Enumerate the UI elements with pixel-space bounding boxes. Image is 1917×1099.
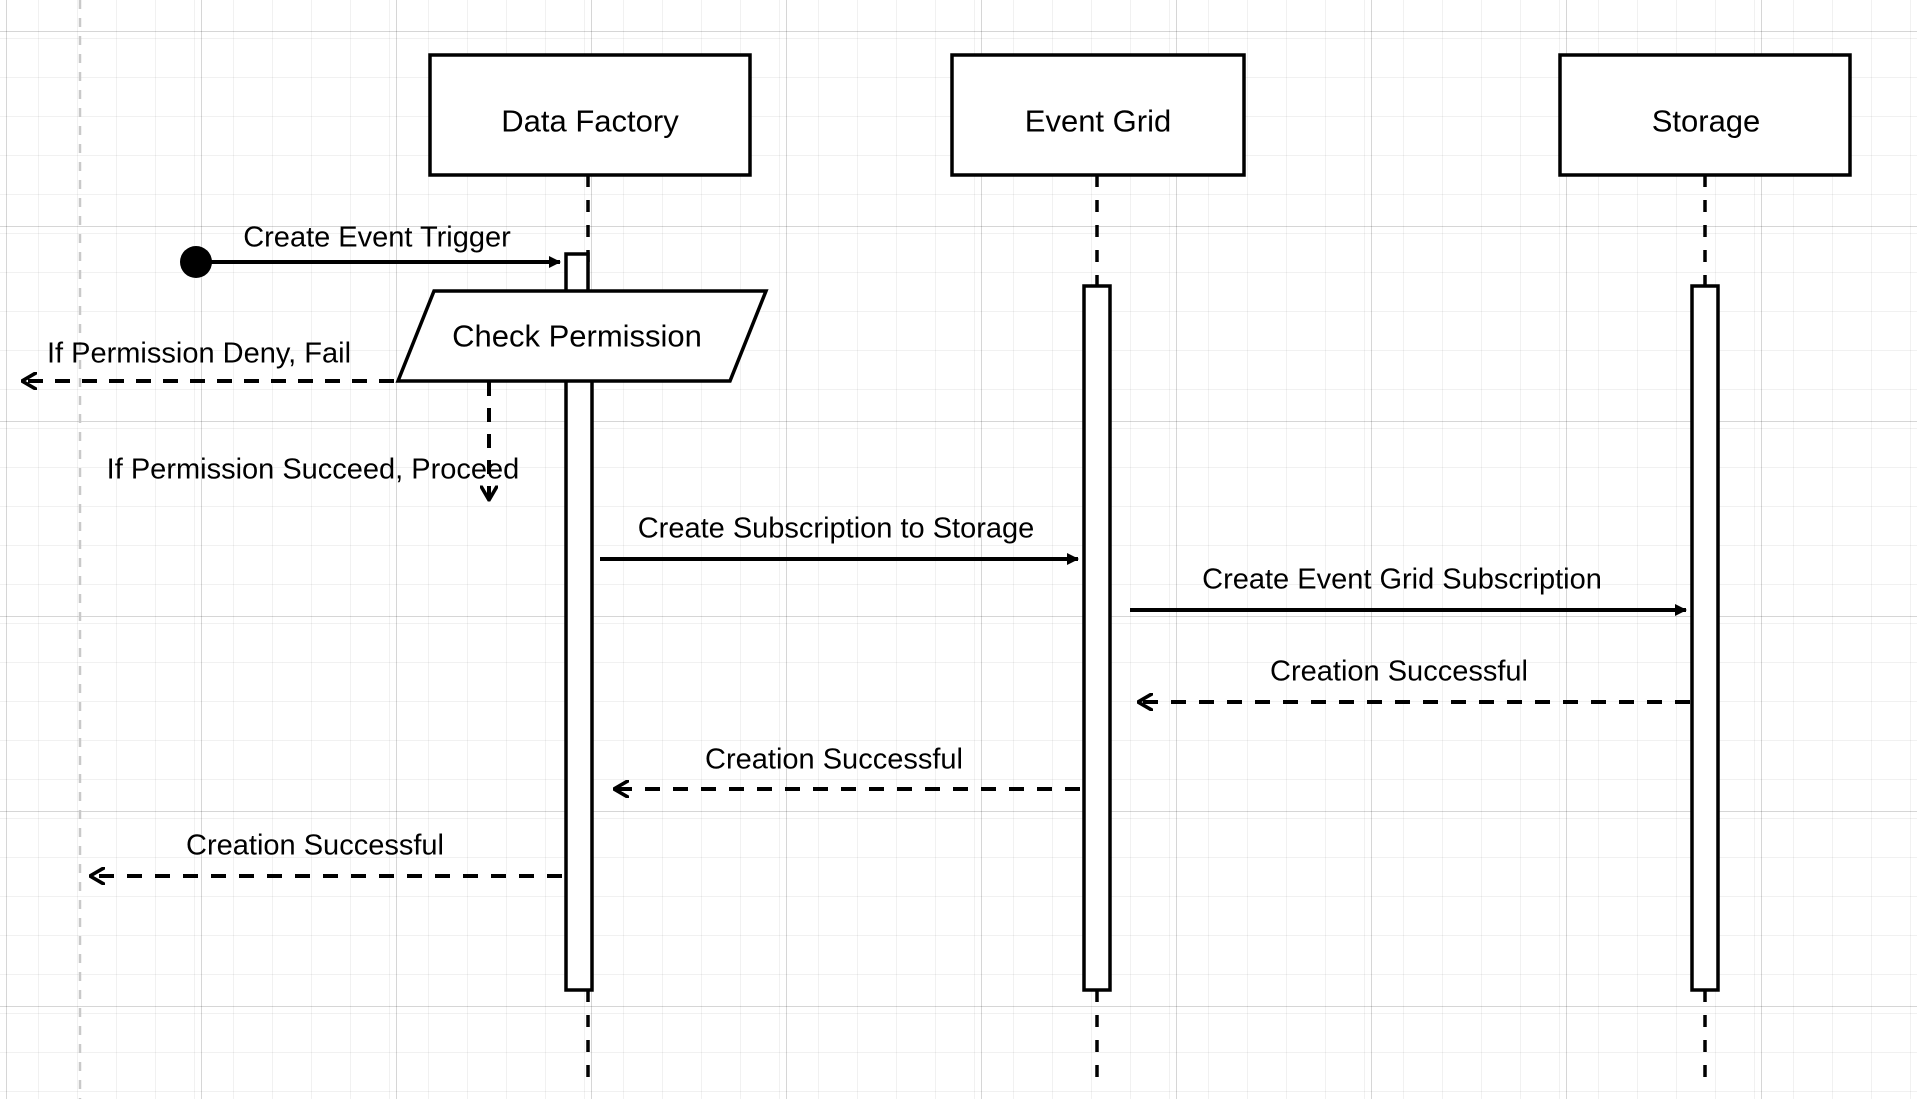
participant-label-data-factory: Data Factory <box>501 103 679 139</box>
participant-label-storage: Storage <box>1651 103 1761 139</box>
participant-box-data-factory[interactable] <box>428 53 752 177</box>
message-label-creation-successful-data-factory-to-actor: Creation Successful <box>186 829 444 862</box>
activation-bar-data-factory-main <box>564 374 594 992</box>
message-label-permission-deny-fail: If Permission Deny, Fail <box>46 337 352 370</box>
message-label-creation-successful-storage-to-event-grid: Creation Successful <box>1270 655 1528 688</box>
participant-label-event-grid: Event Grid <box>1024 103 1172 139</box>
note-check-permission[interactable] <box>395 289 769 383</box>
message-label-permission-succeed-proceed: If Permission Succeed, Proceed <box>106 453 520 486</box>
message-label-creation-successful-event-grid-to-data-factory: Creation Successful <box>705 743 963 776</box>
participant-box-storage[interactable] <box>1558 53 1852 177</box>
participant-box-event-grid[interactable] <box>950 53 1246 177</box>
activation-bar-storage <box>1690 284 1720 992</box>
message-label-create-event-grid-subscription: Create Event Grid Subscription <box>1202 563 1602 596</box>
message-label-create-event-trigger: Create Event Trigger <box>243 221 511 254</box>
message-label-create-subscription-to-storage: Create Subscription to Storage <box>637 512 1035 545</box>
activation-bar-event-grid <box>1082 284 1112 992</box>
note-label-check-permission: Check Permission <box>452 318 702 354</box>
